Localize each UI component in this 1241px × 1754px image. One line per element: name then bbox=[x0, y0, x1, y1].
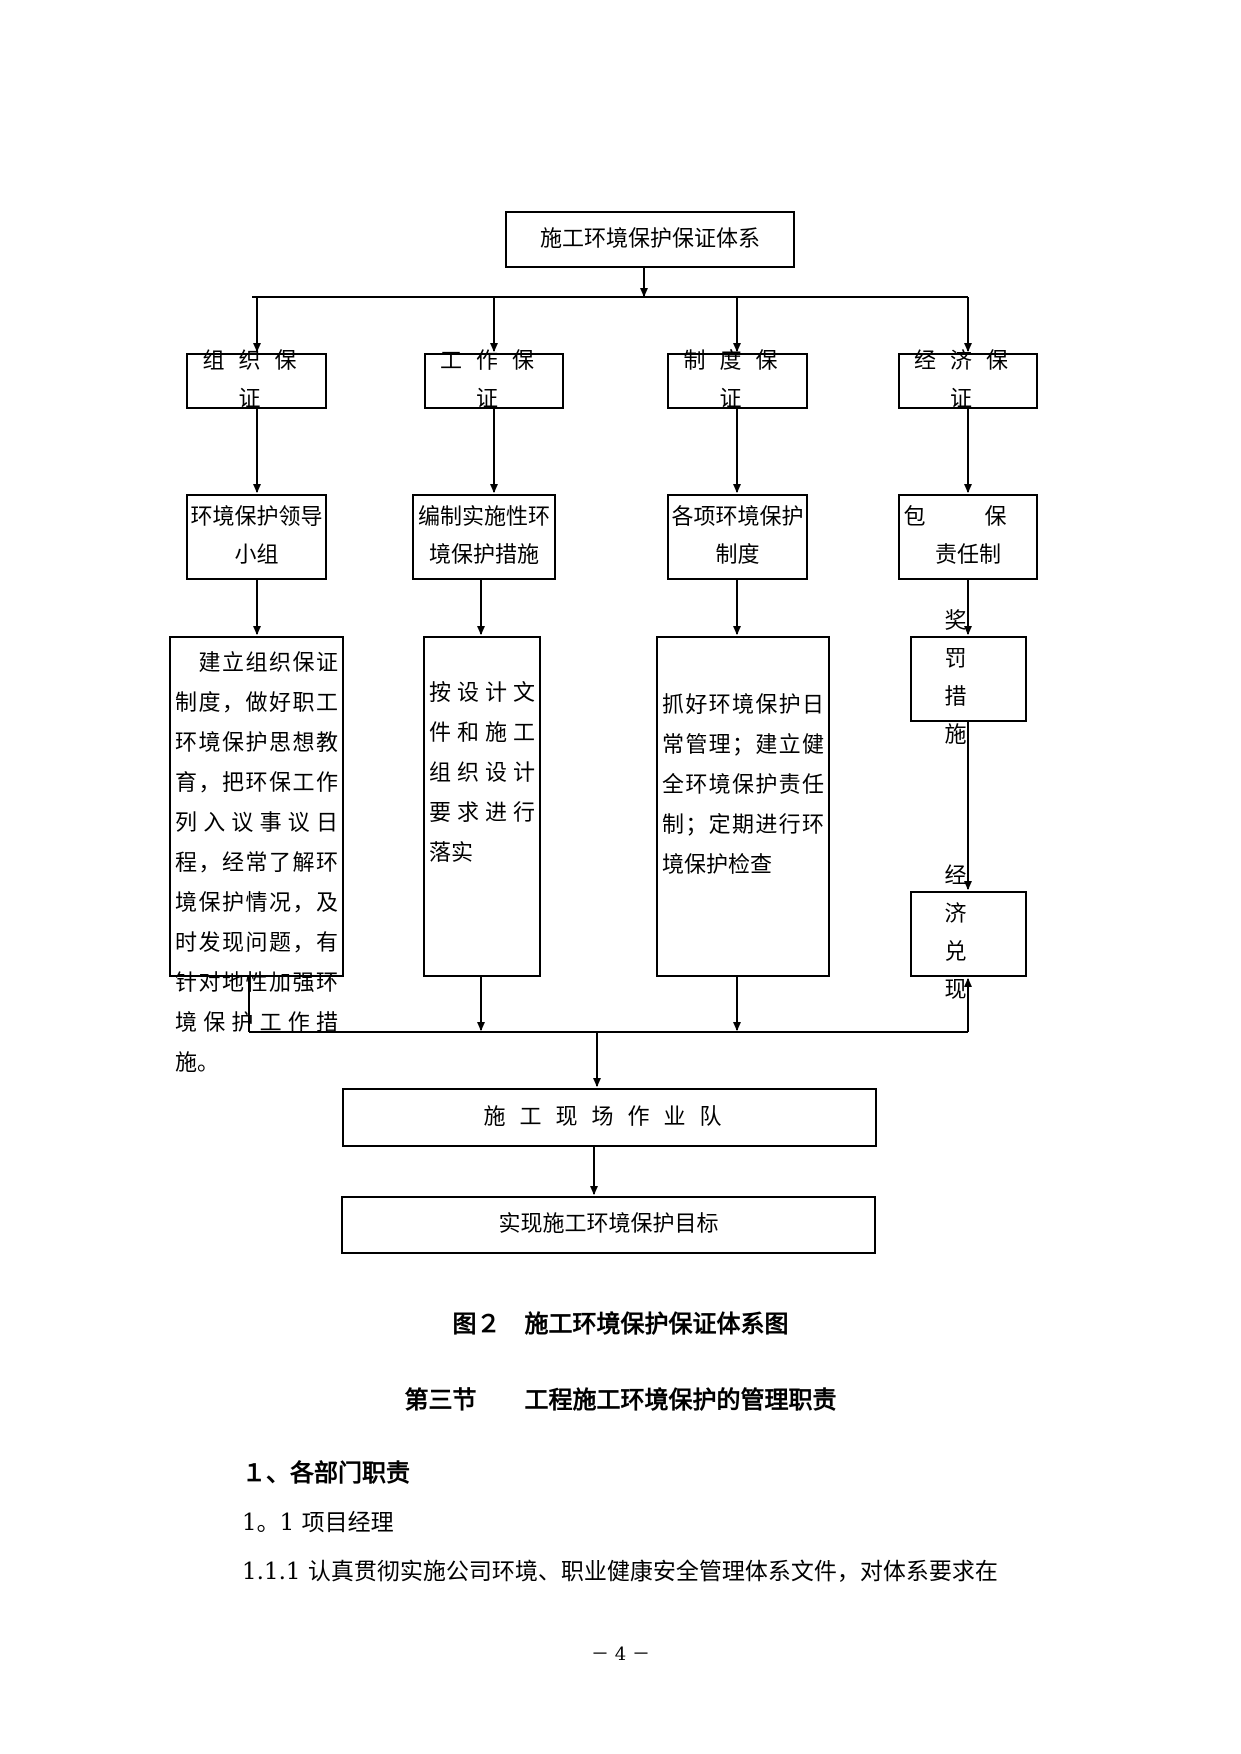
page-number: － 4 － bbox=[591, 1644, 650, 1665]
category-box-system: 制度保证 bbox=[667, 349, 808, 412]
reward-line: 奖 罚 bbox=[944, 609, 993, 672]
level3-text: 按设计文件和施工组织设计要求进行落实 bbox=[429, 681, 535, 866]
level2-line: 制度 bbox=[715, 543, 760, 568]
root-label: 施工环境保护保证体系 bbox=[539, 226, 760, 252]
level2-line: 编制实施性环 bbox=[417, 505, 550, 530]
level2-line: 包 保 bbox=[903, 505, 1033, 530]
subheading-departments: １、各部门职责 bbox=[242, 1458, 410, 1487]
goal-box: 实现施工环境保护目标 bbox=[341, 1196, 876, 1254]
level2-box-measures: 编制实施性环 境保护措施 bbox=[412, 494, 556, 580]
category-label: 工作保证 bbox=[439, 349, 548, 412]
level2-line: 各项环境保护 bbox=[671, 505, 804, 530]
level3-box-implementation: 按设计文件和施工组织设计要求进行落实 bbox=[423, 636, 541, 977]
economic-line: 兑 现 bbox=[944, 940, 993, 1003]
category-box-economic: 经济保证 bbox=[898, 349, 1038, 412]
level3-text: 抓好环境保护日常管理；建立健全环境保护责任制；定期进行环境保护检查 bbox=[662, 693, 824, 878]
economic-fulfillment-box: 经 济 兑 现 bbox=[910, 864, 1027, 1003]
level2-box-responsibility: 包 保 责任制 bbox=[898, 494, 1038, 580]
level3-text: 建立组织保证制度，做好职工环境保护思想教育，把环保工作列入议事议日程，经常了解环… bbox=[175, 651, 338, 1076]
economic-line: 经 济 bbox=[944, 864, 993, 927]
section-heading: 第三节 工程施工环境保护的管理职责 bbox=[404, 1385, 837, 1414]
level2-line: 小组 bbox=[234, 543, 279, 568]
category-label: 制度保证 bbox=[683, 349, 792, 412]
team-label: 施工现场作业队 bbox=[483, 1104, 736, 1130]
level3-box-organization: 建立组织保证制度，做好职工环境保护思想教育，把环保工作列入议事议日程，经常了解环… bbox=[169, 636, 344, 1076]
reward-box: 奖 罚 措 施 bbox=[910, 609, 1027, 748]
level3-box-daily-management: 抓好环境保护日常管理；建立健全环境保护责任制；定期进行环境保护检查 bbox=[656, 636, 830, 977]
category-box-organization: 组织保证 bbox=[186, 349, 327, 412]
level2-box-leadership-group: 环境保护领导 小组 bbox=[186, 494, 327, 580]
category-label: 经济保证 bbox=[913, 349, 1022, 412]
reward-line: 措 施 bbox=[944, 685, 993, 748]
level2-box-regulations: 各项环境保护 制度 bbox=[667, 494, 808, 580]
subheading-project-manager: 1。1 项目经理 bbox=[242, 1510, 394, 1536]
level2-line: 环境保护领导 bbox=[190, 505, 323, 530]
category-label: 组织保证 bbox=[202, 349, 311, 412]
root-box: 施工环境保护保证体系 bbox=[505, 211, 795, 268]
category-box-work: 工作保证 bbox=[424, 349, 564, 412]
figure-caption: 图２ 施工环境保护保证体系图 bbox=[452, 1309, 789, 1338]
level2-line: 责任制 bbox=[934, 543, 1001, 568]
goal-label: 实现施工环境保护目标 bbox=[498, 1212, 719, 1237]
team-box: 施工现场作业队 bbox=[342, 1088, 877, 1147]
level2-line: 境保护措施 bbox=[428, 543, 539, 568]
body-paragraph: 1.1.1 认真贯彻实施公司环境、职业健康安全管理体系文件，对体系要求在 bbox=[242, 1559, 998, 1585]
